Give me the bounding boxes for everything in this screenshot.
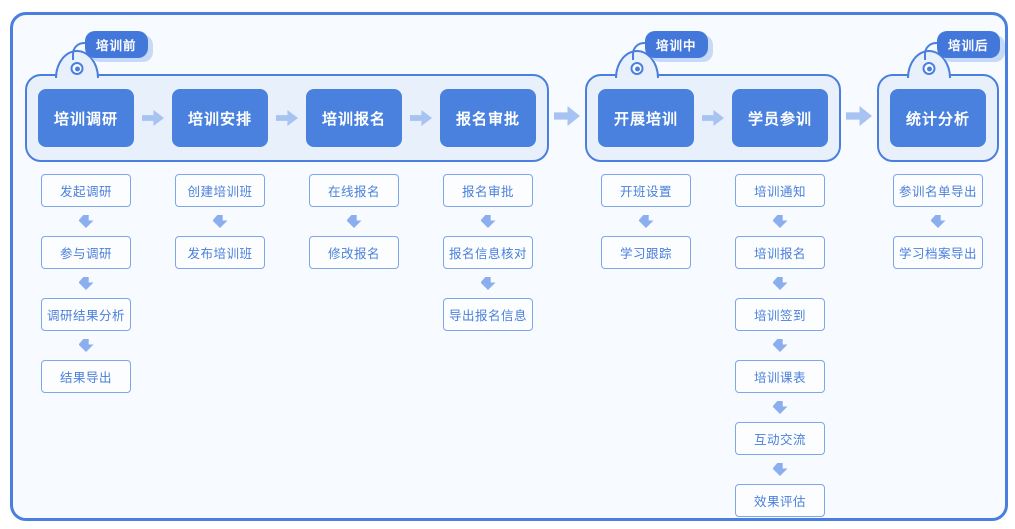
phase-group-box: 培训调研培训安排培训报名报名审批: [25, 50, 549, 162]
arrow-down-icon: [638, 215, 654, 228]
arrow-down-icon: [772, 401, 788, 414]
substep-box: 互动交流: [735, 422, 825, 455]
arrow-down-icon: [480, 215, 496, 228]
substep-box: 结果导出: [41, 360, 131, 393]
phase-transition-arrow: [846, 106, 872, 126]
arrow-right-icon: [554, 106, 580, 126]
main-step-box: 培训安排: [172, 89, 268, 147]
arrow-right-icon: [142, 110, 164, 126]
substep-box: 修改报名: [309, 236, 399, 269]
phase-group-box: 统计分析: [877, 50, 999, 162]
substep-box: 效果评估: [735, 484, 825, 517]
substep-box: 导出报名信息: [443, 298, 533, 331]
phase-block: 培训中开展培训学员参训开班设置学习跟踪培训通知培训报名培训签到培训课表互动交流效…: [585, 29, 841, 517]
arrow-down-icon: [772, 339, 788, 352]
arrow-right-icon: [276, 110, 298, 126]
grommet-dot-icon: [74, 66, 80, 71]
arrow-down-icon: [78, 339, 94, 352]
phase-tag-label: 培训前: [85, 31, 148, 58]
substep-box: 发起调研: [41, 174, 131, 207]
arrow-right-icon: [410, 110, 432, 126]
substep-box: 参训名单导出: [893, 174, 983, 207]
substep-column: 报名审批报名信息核对导出报名信息: [440, 174, 536, 393]
substep-column: 参训名单导出学习档案导出: [890, 174, 986, 269]
substep-column: 发起调研参与调研调研结果分析结果导出: [38, 174, 134, 393]
substep-row: 参训名单导出学习档案导出: [877, 174, 999, 269]
main-step-box: 报名审批: [440, 89, 536, 147]
substep-row: 开班设置学习跟踪培训通知培训报名培训签到培训课表互动交流效果评估: [585, 174, 841, 517]
tag-connector-line: [632, 42, 649, 60]
tag-connector-line: [72, 42, 89, 60]
phase-tag-label: 培训中: [645, 31, 708, 58]
substep-box: 培训通知: [735, 174, 825, 207]
substep-box: 报名信息核对: [443, 236, 533, 269]
substep-box: 发布培训班: [175, 236, 265, 269]
arrow-down-icon: [772, 277, 788, 290]
substep-box: 创建培训班: [175, 174, 265, 207]
substep-box: 培训课表: [735, 360, 825, 393]
phase-group-box: 开展培训学员参训: [585, 50, 841, 162]
substep-box: 学习档案导出: [893, 236, 983, 269]
substep-row: 发起调研参与调研调研结果分析结果导出创建培训班发布培训班在线报名修改报名报名审批…: [25, 174, 549, 393]
phase-block: 培训后统计分析参训名单导出学习档案导出: [877, 29, 1000, 269]
substep-box: 在线报名: [309, 174, 399, 207]
substep-column: 开班设置学习跟踪: [598, 174, 694, 517]
training-process-diagram: 培训前培训调研培训安排培训报名报名审批发起调研参与调研调研结果分析结果导出创建培…: [13, 15, 1005, 517]
tag-grommet-icon: [630, 62, 644, 75]
main-step-box: 培训报名: [306, 89, 402, 147]
arrow-down-icon: [772, 215, 788, 228]
tag-grommet-icon: [922, 62, 936, 75]
arrow-down-icon: [772, 463, 788, 476]
substep-box: 培训报名: [735, 236, 825, 269]
main-step-box: 开展培训: [598, 89, 694, 147]
substep-column: 创建培训班发布培训班: [172, 174, 268, 393]
arrow-down-icon: [212, 215, 228, 228]
phase-transition-arrow: [554, 106, 580, 126]
substep-box: 参与调研: [41, 236, 131, 269]
tag-grommet-icon: [70, 62, 84, 75]
arrow-down-icon: [346, 215, 362, 228]
flowchart-canvas: 培训前培训调研培训安排培训报名报名审批发起调研参与调研调研结果分析结果导出创建培…: [10, 12, 1008, 521]
main-step-box: 学员参训: [732, 89, 828, 147]
arrow-right-icon: [702, 110, 724, 126]
grommet-dot-icon: [634, 66, 640, 71]
arrow-right-icon: [846, 106, 872, 126]
main-step-box: 培训调研: [38, 89, 134, 147]
arrow-down-icon: [480, 277, 496, 290]
main-step-box: 统计分析: [890, 89, 986, 147]
substep-column: 培训通知培训报名培训签到培训课表互动交流效果评估: [732, 174, 828, 517]
tag-connector-line: [924, 42, 941, 60]
substep-box: 报名审批: [443, 174, 533, 207]
arrow-down-icon: [78, 277, 94, 290]
arrow-down-icon: [78, 215, 94, 228]
substep-box: 调研结果分析: [41, 298, 131, 331]
substep-box: 开班设置: [601, 174, 691, 207]
phase-tag-label: 培训后: [937, 31, 1000, 58]
substep-box: 学习跟踪: [601, 236, 691, 269]
arrow-down-icon: [930, 215, 946, 228]
substep-column: 在线报名修改报名: [306, 174, 402, 393]
substep-box: 培训签到: [735, 298, 825, 331]
phase-block: 培训前培训调研培训安排培训报名报名审批发起调研参与调研调研结果分析结果导出创建培…: [25, 29, 549, 393]
grommet-dot-icon: [926, 66, 932, 71]
